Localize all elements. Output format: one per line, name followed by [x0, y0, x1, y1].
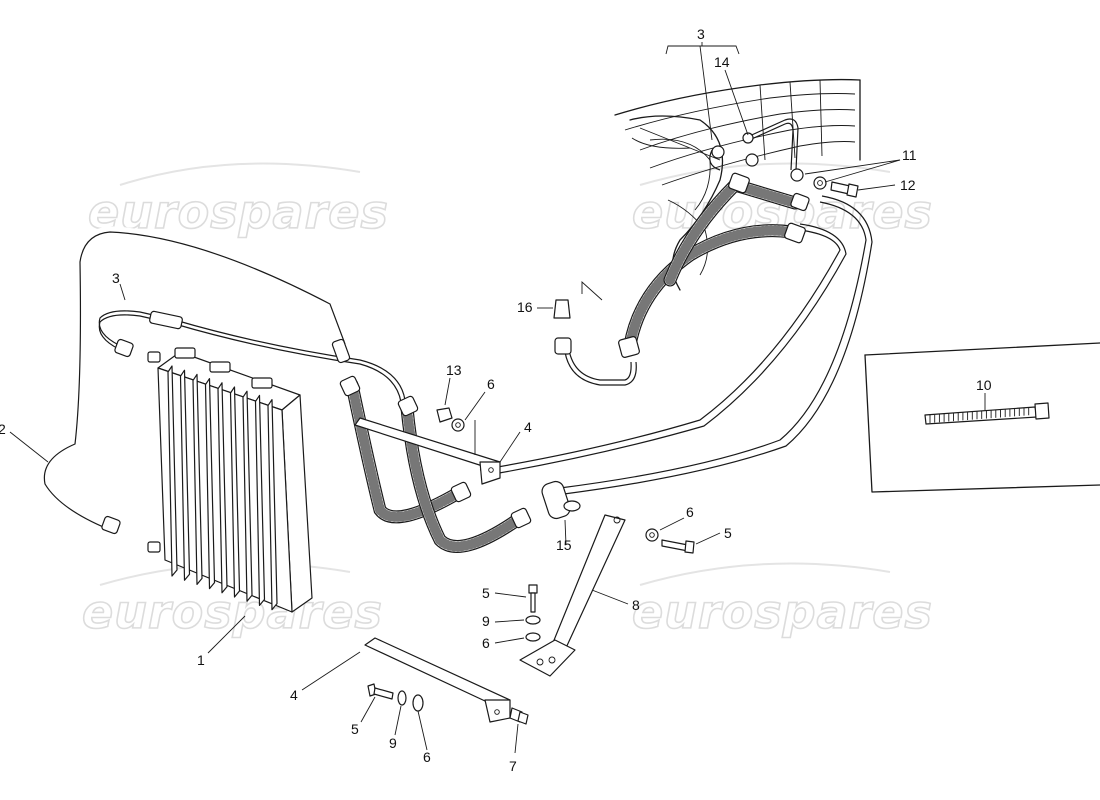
oil-cooler-radiator: [147, 347, 313, 613]
callout-12: 12: [900, 177, 916, 193]
radiator-fin: [192, 373, 203, 585]
gearbox-housing: [614, 78, 861, 291]
callout-labels: 1 2 3 3 4 4 5 5 5 6 6 6 6 7 8 9 9 10 11 …: [0, 26, 992, 774]
cable-tie-serrations: [929, 407, 1030, 423]
radiator-fins: [167, 365, 278, 611]
callout-2: 2: [0, 421, 6, 437]
callout-8: 8: [632, 597, 640, 613]
callout-4-upper: 4: [524, 419, 532, 435]
callout-6-right: 6: [686, 504, 694, 520]
callout-6-lower: 6: [423, 749, 431, 765]
radiator-fin: [204, 378, 216, 590]
callout-1: 1: [197, 652, 205, 668]
callout-5-right: 5: [724, 525, 732, 541]
radiator-fin: [179, 369, 191, 581]
radiator-fin: [217, 382, 228, 594]
callout-10: 10: [976, 377, 992, 393]
callout-9-lower: 9: [389, 735, 397, 751]
callout-5-lower: 5: [351, 721, 359, 737]
watermark-bottom-left: eurospares: [82, 585, 383, 639]
radiator-fin: [167, 365, 178, 577]
leader-lines: [9, 42, 986, 754]
radiator-fin: [242, 390, 253, 602]
radiator-fin: [254, 394, 266, 606]
fittings: [101, 132, 859, 725]
callout-11: 11: [902, 147, 917, 163]
callout-9-middle: 9: [482, 613, 490, 629]
flexible-hoses: [149, 177, 802, 553]
radiator-fin: [267, 399, 278, 611]
hard-pipes: [42, 118, 873, 530]
inset-box-part-10: [864, 342, 1100, 493]
callout-3-left: 3: [112, 270, 120, 286]
radiator-fin: [229, 386, 241, 598]
callout-6-middle: 6: [482, 635, 490, 651]
watermarks: eurospares eurospares eurospares eurospa…: [81, 162, 933, 640]
callout-4-lower: 4: [290, 687, 298, 703]
callout-7: 7: [509, 758, 517, 774]
callout-3-top: 3: [697, 26, 705, 42]
callout-13: 13: [446, 362, 462, 378]
callout-5-middle: 5: [482, 585, 490, 601]
callout-14: 14: [714, 54, 730, 70]
callout-15: 15: [556, 537, 572, 553]
callout-16: 16: [517, 299, 533, 315]
watermark-bottom-right: eurospares: [632, 585, 933, 639]
callout-6-upper: 6: [487, 376, 495, 392]
